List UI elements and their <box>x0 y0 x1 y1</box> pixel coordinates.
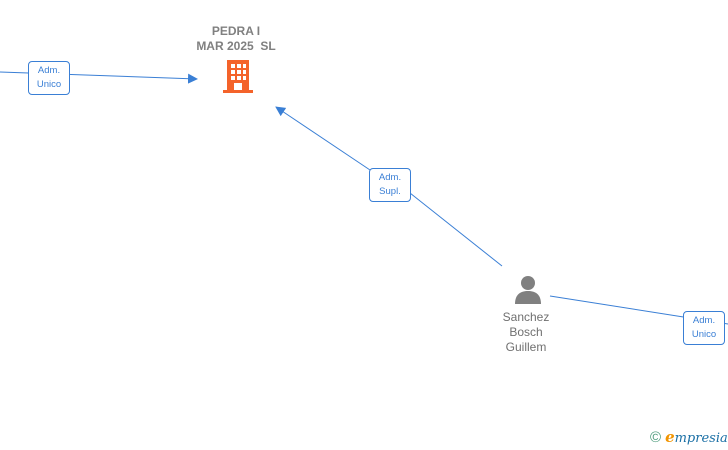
person-name-line3: Guillem <box>505 340 547 354</box>
company-name-line2: MAR 2025 SL <box>196 39 276 53</box>
person-icon[interactable] <box>512 274 544 306</box>
role-label-line2: Unico <box>691 329 717 340</box>
role-label-adm-supl[interactable]: Adm. Supl. <box>369 168 411 202</box>
building-icon[interactable] <box>221 58 255 94</box>
brand-logo-initial: e <box>665 428 675 446</box>
company-name[interactable]: PEDRA I MAR 2025 SL <box>176 24 296 54</box>
role-label-line2: Unico <box>36 79 62 90</box>
brand-logo-text: mpresia <box>674 431 728 446</box>
role-label-line2: Supl. <box>379 186 401 197</box>
role-label-line1: Adm. <box>37 65 61 76</box>
person-name-line2: Bosch <box>509 325 543 339</box>
copyright-symbol: © <box>650 429 662 446</box>
role-label-adm-unico-right[interactable]: Adm. Unico <box>683 311 725 345</box>
person-name[interactable]: Sanchez Bosch Guillem <box>476 310 576 355</box>
role-label-line1: Adm. <box>692 315 716 326</box>
role-label-adm-unico-left[interactable]: Adm. Unico <box>28 61 70 95</box>
person-name-line1: Sanchez <box>502 310 550 324</box>
role-label-line1: Adm. <box>378 172 402 183</box>
company-name-line1: PEDRA I <box>211 24 261 38</box>
footer-brand: ©empresia <box>650 428 728 448</box>
